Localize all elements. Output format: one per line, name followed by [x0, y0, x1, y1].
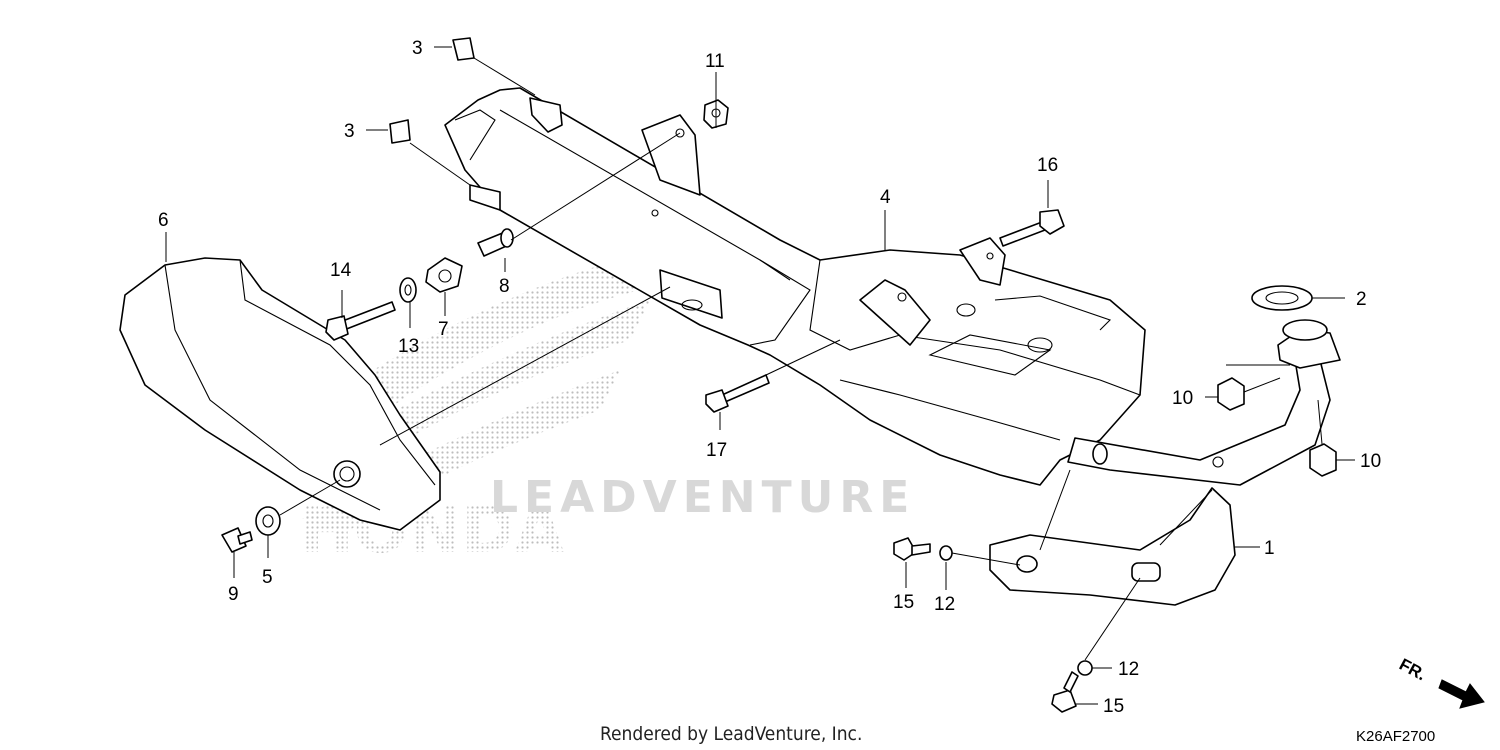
callout-3-lower: 3	[344, 121, 355, 142]
part-1-pipe-protector	[989, 487, 1236, 606]
callout-12-lower: 12	[1118, 659, 1139, 680]
callout-10-upper: 10	[1172, 388, 1193, 409]
part-2-gasket	[1251, 285, 1313, 311]
part-10-nut-lower	[1309, 443, 1337, 477]
callout-16: 16	[1037, 155, 1058, 176]
part-12-washer-lower	[1077, 660, 1093, 676]
callout-6: 6	[158, 210, 169, 231]
rendered-by-footer: Rendered by LeadVenture, Inc.	[600, 723, 862, 745]
part-4-muffler	[444, 87, 1146, 486]
callout-7: 7	[438, 319, 449, 340]
part-exhaust-pipe	[1067, 319, 1341, 486]
front-direction-label: FR.	[1396, 655, 1429, 685]
part-6-muffler-protector	[119, 257, 441, 531]
callout-11: 11	[705, 51, 725, 72]
leader-lines	[165, 46, 1355, 705]
part-3-rubber-upper	[452, 37, 475, 61]
callout-labels: 1 2 3 3 4 5 6 7 8 9 10 10 11 12 12 13 14…	[158, 38, 1381, 717]
part-10-nut-upper	[1217, 377, 1245, 411]
part-14-bolt	[325, 301, 396, 341]
callout-5: 5	[262, 567, 273, 588]
callout-13: 13	[398, 336, 419, 357]
part-9-screw	[221, 527, 253, 553]
callout-12-upper: 12	[934, 594, 955, 615]
part-7-spring-washer	[425, 257, 463, 293]
callout-8: 8	[499, 276, 510, 297]
callout-15-upper: 15	[893, 592, 914, 613]
part-17-bolt	[705, 374, 770, 413]
callout-4: 4	[880, 187, 891, 208]
part-16-bolt	[999, 209, 1065, 247]
callout-10-lower: 10	[1360, 451, 1381, 472]
callout-2: 2	[1356, 289, 1367, 310]
callout-1: 1	[1264, 538, 1275, 559]
callout-17: 17	[706, 440, 727, 461]
callout-3-upper: 3	[412, 38, 423, 59]
part-13-washer	[399, 277, 417, 303]
diagram-code: K26AF2700	[1356, 728, 1435, 745]
leadventure-watermark-text: LEADVENTURE	[490, 472, 915, 523]
part-5-grommet	[255, 506, 281, 536]
part-3-rubber-lower	[389, 119, 411, 144]
front-direction-arrow-icon	[1438, 679, 1485, 709]
callout-15-lower: 15	[1103, 696, 1124, 717]
front-direction-marker: FR.	[1396, 655, 1485, 709]
part-15-bolt-lower	[1051, 671, 1079, 713]
callout-14: 14	[330, 260, 352, 281]
part-15-bolt-upper	[893, 537, 931, 561]
callout-9: 9	[228, 584, 239, 605]
part-12-washer-upper	[939, 545, 953, 561]
part-8-collar	[477, 228, 514, 257]
